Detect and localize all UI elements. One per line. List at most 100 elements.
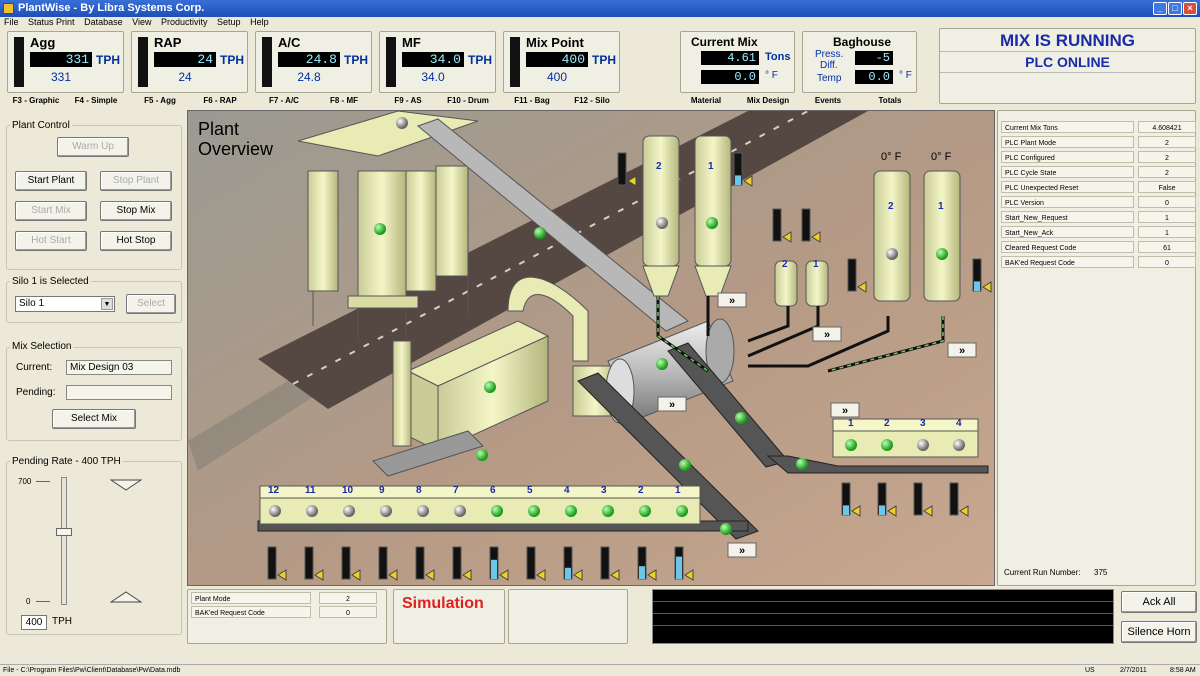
hot-start-button[interactable]: Hot Start [15, 231, 87, 251]
menu-status-print[interactable]: Status Print [28, 17, 75, 27]
f6-rap-button[interactable]: F6 - RAP [203, 96, 237, 105]
maximize-button[interactable]: □ [1168, 2, 1182, 15]
plc-key: Start_New_Request [1001, 211, 1134, 223]
meter-agg[interactable]: Agg 331 TPH 331 [7, 31, 124, 93]
menu-productivity[interactable]: Productivity [161, 17, 208, 27]
alarm-row [653, 602, 1113, 614]
plant-mode-value: 2 [319, 592, 377, 604]
select-mix-button[interactable]: Select Mix [52, 409, 136, 429]
menu-setup[interactable]: Setup [217, 17, 241, 27]
start-mix-button[interactable]: Start Mix [15, 201, 87, 221]
meter-ac[interactable]: A/C 24.8 TPH 24.8 [255, 31, 372, 93]
meter-bar [262, 37, 272, 87]
silo-select-button[interactable]: Select [126, 294, 176, 314]
plc-value: 4.608421 [1138, 121, 1196, 133]
min-tick [36, 601, 50, 602]
f9-as-button[interactable]: F9 - AS [394, 96, 422, 105]
meter-mix-point[interactable]: Mix Point 400 TPH 400 [503, 31, 620, 93]
running-indicator [639, 505, 651, 517]
chevron-down-icon[interactable]: ▼ [101, 298, 113, 310]
cold-bin-number: 3 [601, 485, 607, 496]
f7-ac-button[interactable]: F7 - A/C [269, 96, 299, 105]
material-button[interactable]: Material [690, 96, 722, 105]
pending-mix-design [66, 385, 172, 400]
silo-select[interactable]: Silo 1 ▼ [15, 296, 115, 312]
f11-bag-button[interactable]: F11 - Bag [514, 96, 550, 105]
rate-slider-track[interactable] [61, 477, 67, 605]
cold-bin-number: 2 [638, 485, 644, 496]
f12-silo-button[interactable]: F12 - Silo [574, 96, 610, 105]
f10-drum-button[interactable]: F10 - Drum [447, 96, 489, 105]
level-arrow-icon [982, 281, 992, 293]
rate-up-arrow-icon[interactable] [110, 479, 142, 491]
level-arrow-icon [743, 175, 753, 187]
current-mix-panel: Current Mix 4.61 Tons 0.0 ° F [680, 31, 795, 93]
rap-bin-number: 2 [884, 418, 890, 429]
status-bar: File - C:\Program Files\Pw\Client\Databa… [0, 664, 1200, 676]
mix-design-button[interactable]: Mix Design [746, 96, 790, 105]
close-button[interactable]: × [1183, 2, 1197, 15]
plc-value: 1 [1138, 211, 1196, 223]
running-indicator [528, 505, 540, 517]
meter-setpoint: 34.0 [421, 70, 445, 84]
rate-slider-thumb[interactable] [56, 527, 72, 536]
plc-value: 2 [1138, 136, 1196, 148]
baghouse-temp-unit: ° F [899, 70, 912, 81]
forward-arrow-button[interactable]: » [812, 326, 842, 342]
start-plant-button[interactable]: Start Plant [15, 171, 87, 191]
ack-all-button[interactable]: Ack All [1121, 591, 1197, 613]
f4-simple-button[interactable]: F4 - Simple [74, 96, 118, 105]
rate-value-field[interactable]: 400 [21, 615, 47, 630]
meter-mf[interactable]: MF 34.0 TPH 34.0 [379, 31, 496, 93]
pending-rate-group [6, 461, 182, 635]
level-arrow-icon [811, 231, 821, 243]
plant-control-group [6, 125, 182, 270]
storage-silos [297, 111, 479, 341]
running-indicator [679, 459, 691, 471]
level-arrow-icon [959, 505, 969, 517]
meter-setpoint: 400 [546, 70, 568, 84]
plc-value: 2 [1138, 151, 1196, 163]
menu-database[interactable]: Database [84, 17, 123, 27]
meter-label: RAP [154, 35, 182, 50]
events-button[interactable]: Events [814, 96, 842, 105]
running-indicator [720, 523, 732, 535]
forward-arrow-button[interactable]: » [727, 542, 757, 558]
meter-setpoint: 24 [178, 70, 192, 84]
hot-stop-button[interactable]: Hot Stop [100, 231, 172, 251]
level-gauge [452, 546, 462, 580]
plc-key: Cleared Request Code [1001, 241, 1134, 253]
forward-arrow-button[interactable]: » [657, 396, 687, 412]
meter-rap[interactable]: RAP 24 TPH 24 [131, 31, 248, 93]
stop-mix-button[interactable]: Stop Mix [100, 201, 172, 221]
meter-bar [14, 37, 24, 87]
f8-mf-button[interactable]: F8 - MF [330, 96, 358, 105]
silence-horn-button[interactable]: Silence Horn [1121, 621, 1197, 643]
ac-tank-number: 1 [813, 259, 819, 270]
meter-label: Agg [30, 35, 56, 50]
stop-plant-button[interactable]: Stop Plant [100, 171, 172, 191]
menu-help[interactable]: Help [250, 17, 269, 27]
meter-unit: TPH [220, 53, 244, 67]
alarm-list[interactable] [652, 589, 1114, 644]
forward-arrow-button[interactable]: » [830, 402, 860, 418]
forward-arrow-button[interactable]: » [717, 292, 747, 308]
totals-button[interactable]: Totals [878, 96, 902, 105]
minimize-button[interactable]: _ [1153, 2, 1167, 15]
warm-up-button[interactable]: Warm Up [57, 137, 129, 157]
menu-file[interactable]: File [4, 17, 19, 27]
simulation-label: Simulation [402, 595, 484, 612]
f5-agg-button[interactable]: F5 - Agg [144, 96, 176, 105]
forward-arrow-button[interactable]: » [947, 342, 977, 358]
running-indicator [565, 505, 577, 517]
current-mix-tons-unit: Tons [765, 51, 791, 63]
level-arrow-icon [647, 569, 657, 581]
f3-graphic-button[interactable]: F3 - Graphic [12, 96, 60, 105]
gauge-fill [639, 566, 645, 579]
baghouse-temp-value: 0.0 [855, 70, 893, 84]
rate-down-arrow-icon[interactable] [110, 591, 142, 603]
menu-view[interactable]: View [132, 17, 152, 27]
